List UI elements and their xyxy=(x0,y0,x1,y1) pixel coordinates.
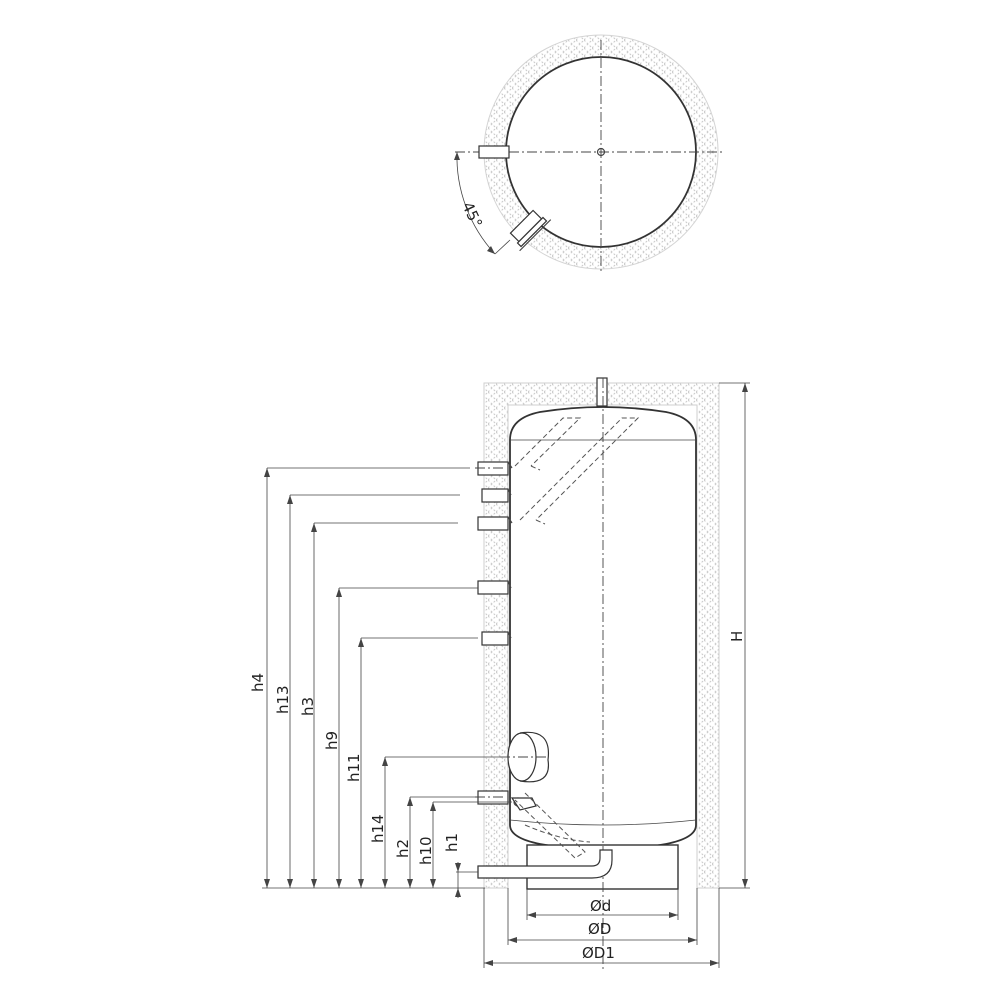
diameter-dimensions: Ød ØD ØD1 xyxy=(483,888,720,968)
side-view-top-outlet-pipe xyxy=(596,377,608,407)
label-h10: h10 xyxy=(417,836,435,865)
connection-h4 xyxy=(475,461,513,476)
connection-h13 xyxy=(481,488,512,503)
label-h13: h13 xyxy=(274,685,292,714)
height-dimensions: h4 h13 h3 h9 h11 h14 xyxy=(249,382,750,898)
connection-h9 xyxy=(477,580,512,595)
inspection-flange xyxy=(500,731,550,783)
label-h11: h11 xyxy=(345,753,363,782)
label-H: H xyxy=(728,631,746,642)
top-view-angle-leader xyxy=(494,239,511,255)
top-view-angle-arrow-bottom xyxy=(487,246,495,254)
label-D1: ØD1 xyxy=(582,944,615,962)
label-D: ØD xyxy=(588,920,611,938)
top-view-center-point xyxy=(596,147,606,157)
label-h1: h1 xyxy=(443,833,461,852)
top-view-flange-45deg xyxy=(509,209,552,252)
top-view: 45° xyxy=(454,34,722,272)
label-h14: h14 xyxy=(369,814,387,843)
side-view: h4 h13 h3 h9 h11 h14 xyxy=(249,377,750,970)
connection-h3 xyxy=(477,516,513,531)
top-view-angle-arc xyxy=(456,151,496,255)
label-h2: h2 xyxy=(394,839,412,858)
label-h3: h3 xyxy=(299,697,317,716)
lower-heating-coil xyxy=(514,792,591,859)
label-h9: h9 xyxy=(323,731,341,750)
top-view-connection-stub xyxy=(478,145,510,159)
top-view-angle-arrow-top xyxy=(454,152,460,160)
connection-h11 xyxy=(481,631,512,646)
top-view-angle-label: 45° xyxy=(458,199,486,231)
label-d: Ød xyxy=(590,897,611,915)
side-view-tank-body xyxy=(509,406,697,851)
side-view-insulation-jacket xyxy=(483,382,720,889)
connection-h2 xyxy=(475,790,537,811)
upper-heating-coil xyxy=(514,417,640,525)
label-h4: h4 xyxy=(249,673,267,692)
